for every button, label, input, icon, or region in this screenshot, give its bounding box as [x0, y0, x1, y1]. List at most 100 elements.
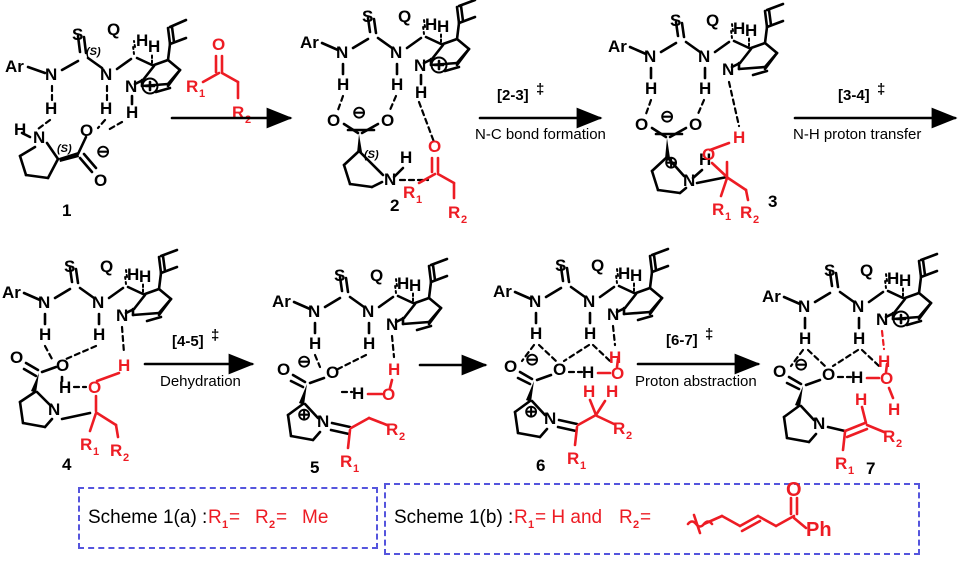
- arrow-4-dagger: ‡: [211, 327, 219, 344]
- atom-R1-5: R: [340, 452, 352, 471]
- stereo-S-label: (S): [86, 46, 101, 58]
- atom-O-carboxylate1: O: [80, 121, 93, 140]
- legend-b-prefix: Scheme 1(b) :: [394, 507, 513, 528]
- atom-N-proline-7: N: [813, 414, 825, 433]
- atom-O-carboxylate1-7: O: [773, 362, 786, 381]
- atom-O-ketone: O: [212, 35, 225, 54]
- atom-R2-sub-4: 2: [123, 452, 129, 464]
- legend-a-group: Me: [302, 507, 328, 528]
- atom-H-red-5: H: [388, 360, 400, 379]
- atom-H-vinyl-7: H: [855, 390, 867, 409]
- reagent-ketone: O R 1 R 2: [186, 35, 251, 126]
- atom-R2-7: R: [883, 427, 895, 446]
- arrow-3-top-label: [3-4]: [838, 87, 870, 104]
- atom-N2-5: N: [362, 302, 374, 321]
- charge-plus-6: ⊕: [524, 402, 538, 421]
- atom-H-NH1-3: H: [645, 79, 657, 98]
- atom-O-carboxylate1-5: O: [277, 360, 290, 379]
- atom-H-Q-2: H: [425, 15, 437, 34]
- stereo-S-proline: (S): [57, 143, 72, 155]
- atom-O-water-5: O: [382, 385, 395, 404]
- atom-Q-5: Q: [370, 266, 383, 285]
- atom-R2-6: R: [613, 419, 625, 438]
- arrow-3-bottom-label: N-H proton transfer: [793, 126, 921, 143]
- legend-b-R1: R: [514, 507, 528, 528]
- atom-R1-3: R: [712, 200, 724, 219]
- legend-a-R1: R: [208, 507, 222, 528]
- atom-R2-4: R: [110, 441, 122, 460]
- arrow-2-bottom-label: N-C bond formation: [475, 126, 606, 143]
- atom-R2-sub-3: 2: [753, 214, 759, 226]
- atom-H-NH2-5: H: [363, 334, 375, 353]
- atom-O-water-7: O: [880, 369, 893, 388]
- atom-H-NH2: H: [100, 99, 112, 118]
- legend-b-R2-sub: 2: [633, 519, 639, 531]
- arrow-4-bottom-label: Dehydration: [160, 373, 241, 390]
- arrow-2-dagger: ‡: [536, 81, 544, 98]
- atom-N2-2: N: [390, 43, 402, 62]
- atom-N1-5: N: [308, 302, 320, 321]
- legend-box-b: [384, 483, 920, 555]
- arrow-4-top-label: [4-5]: [172, 333, 204, 350]
- charge-minus-2: ⊖: [352, 103, 366, 122]
- row-1: Ar N S N (S) Q H H N: [5, 0, 958, 226]
- legend-a-eq2: =: [276, 507, 287, 528]
- charge-minus-6: ⊖: [525, 350, 539, 369]
- atom-N-iminium-5: N: [317, 412, 329, 431]
- atom-N-quinuclidine-7: N: [876, 310, 888, 329]
- atom-N-quinuclidine: N: [125, 77, 137, 96]
- atom-N2: N: [100, 65, 112, 84]
- atom-N2-3: N: [698, 47, 710, 66]
- structure-4: Ar N S N Q H H N H H: [2, 248, 179, 474]
- legend-a-R1-sub: 1: [222, 519, 228, 531]
- arrow-2: [2-3] ‡ N-C bond formation: [475, 81, 606, 143]
- atom-H-NH1-4: H: [39, 325, 51, 344]
- atom-S-2: S: [362, 7, 373, 26]
- charge-minus-3: ⊖: [660, 107, 674, 126]
- atom-H-water-7: H: [851, 368, 863, 387]
- atom-O-carboxylate2-7: O: [822, 365, 835, 384]
- atom-S-7: S: [824, 261, 835, 280]
- atom-H-water-6: H: [582, 363, 594, 382]
- atom-N-quinuclidine-3: N: [722, 60, 734, 79]
- atom-H-stereo2-4: H: [139, 267, 151, 286]
- charge-minus-1: ⊖: [96, 142, 110, 161]
- atom-Ar-6: Ar: [493, 282, 512, 301]
- atom-N1-6: N: [529, 292, 541, 311]
- atom-S-4: S: [64, 257, 75, 276]
- atom-R2-sub: 2: [245, 114, 251, 126]
- atom-H-stereo2-6: H: [630, 266, 642, 285]
- atom-H-Q-6: H: [618, 264, 630, 283]
- atom-N2-4: N: [92, 293, 104, 312]
- atom-N1-3: N: [644, 47, 656, 66]
- charge-minus-7: ⊖: [794, 355, 808, 374]
- atom-R1-sub-2: 1: [416, 194, 422, 206]
- structure-label-3: 3: [768, 192, 777, 211]
- atom-O-water-6: O: [611, 364, 624, 383]
- atom-N-quinuclidine-6: N: [607, 305, 619, 324]
- legend-b-carbonyl-O: O: [786, 479, 802, 501]
- atom-H-red-4: H: [118, 356, 130, 375]
- structure-label-1: 1: [62, 201, 71, 220]
- atom-H-NH1-6: H: [530, 324, 542, 343]
- atom-R1-sub-7: 1: [848, 465, 854, 477]
- atom-R1-sub-3: 1: [725, 211, 731, 223]
- atom-R1-ketone: R: [186, 77, 198, 96]
- atom-R1-2: R: [403, 183, 415, 202]
- atom-R1-7: R: [835, 454, 847, 473]
- atom-N-proline-3: N: [683, 171, 695, 190]
- atom-N2-6: N: [583, 292, 595, 311]
- atom-Ar-5: Ar: [272, 292, 291, 311]
- atom-H-Q-7: H: [887, 269, 899, 288]
- atom-R1-4: R: [80, 435, 92, 454]
- atom-N-quinuclidine-2: N: [414, 56, 426, 75]
- atom-R1-6: R: [567, 449, 579, 468]
- atom-N-proline: N: [33, 128, 45, 147]
- atom-Ar: Ar: [5, 57, 24, 76]
- atom-H-Nquin: H: [126, 103, 138, 122]
- atom-S-6: S: [555, 256, 566, 275]
- structure-label-6: 6: [536, 456, 545, 475]
- atom-O-carboxylate2: O: [94, 171, 107, 190]
- structure-5: Ar N S N Q H H N H H: [272, 257, 449, 477]
- atom-H-red-3: H: [733, 128, 745, 147]
